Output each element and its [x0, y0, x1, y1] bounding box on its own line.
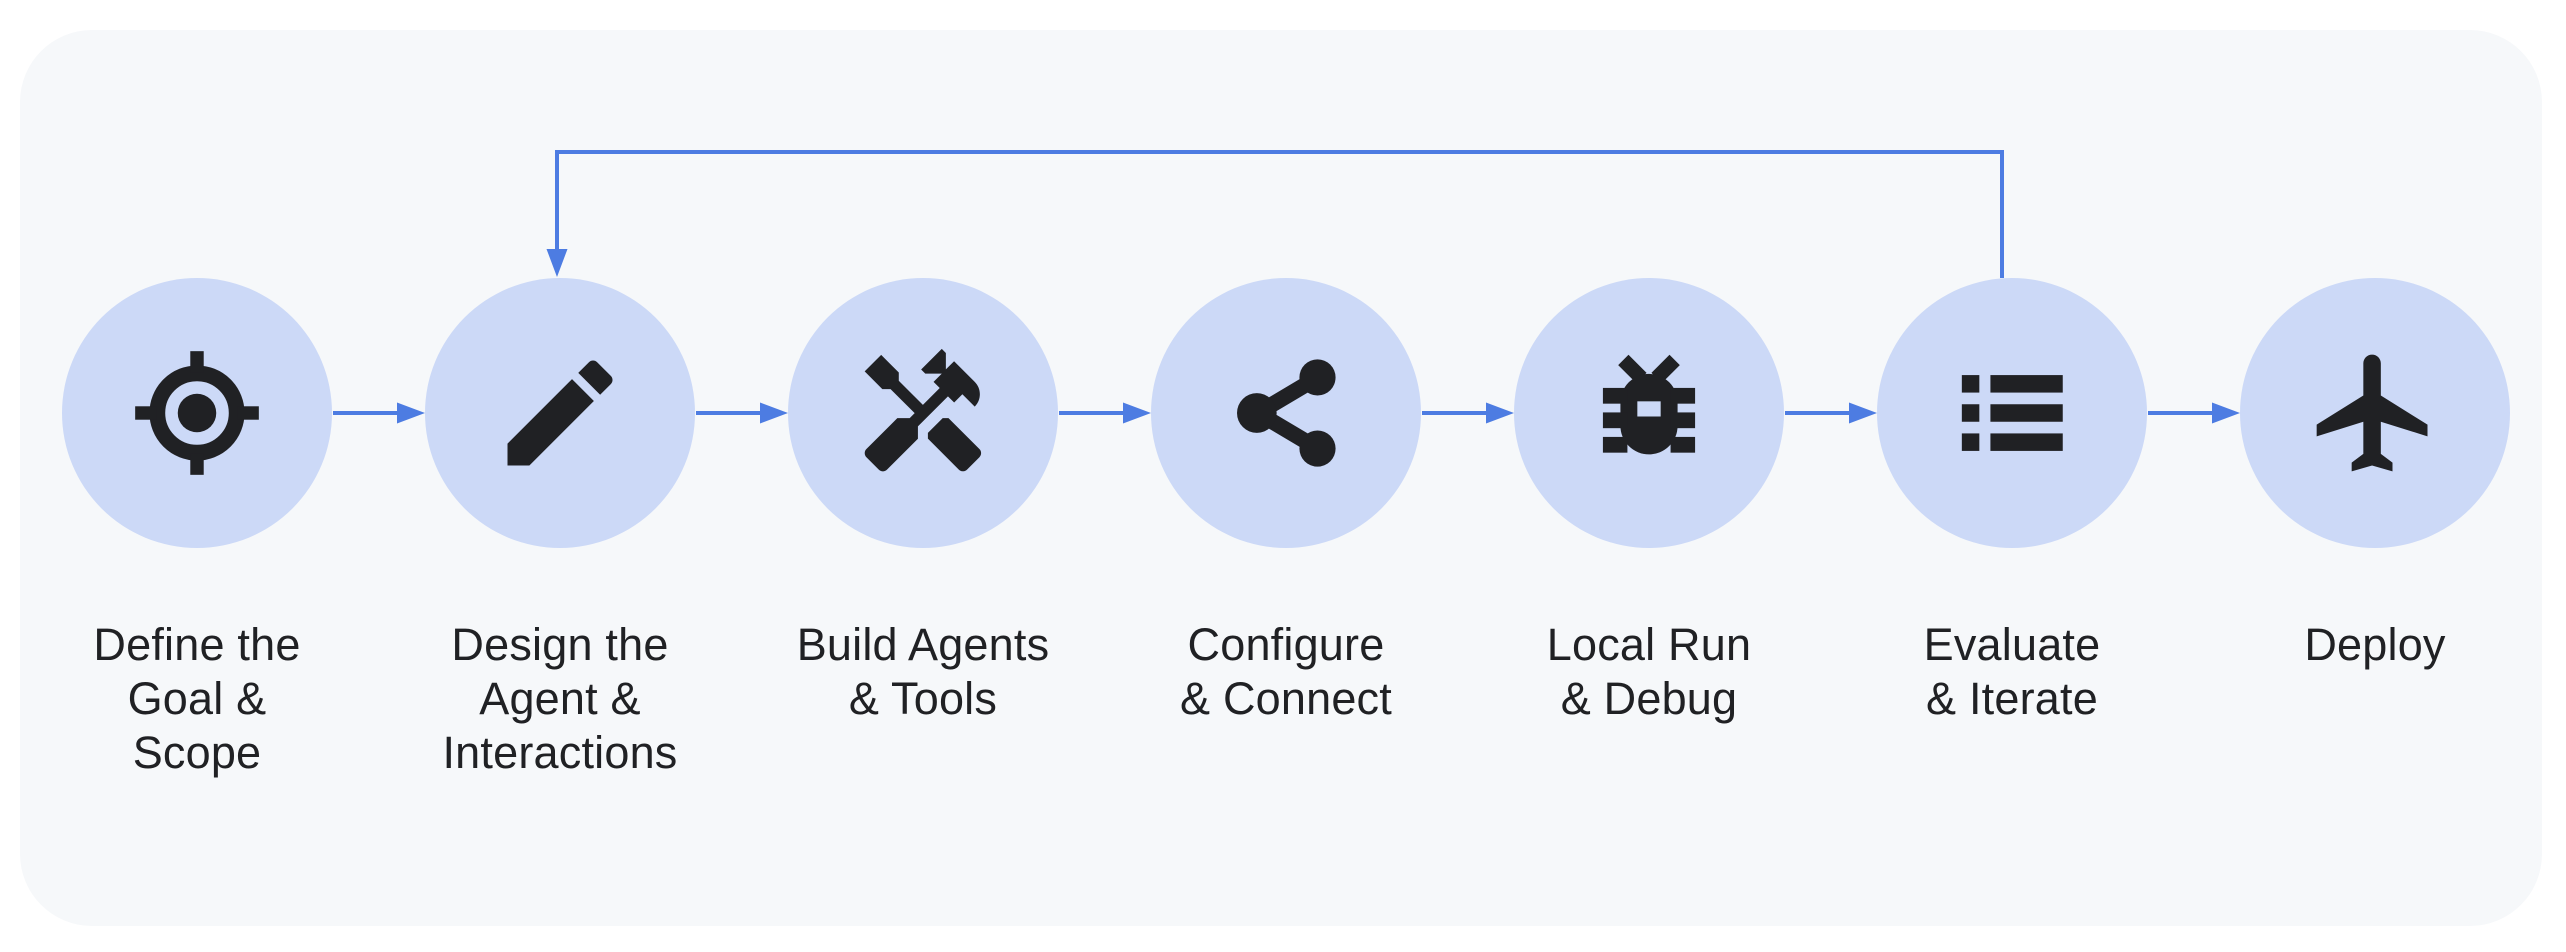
node-label: Configure & Connect: [1180, 619, 1392, 724]
flow-node-configure-connect: Configure & Connect: [1106, 278, 1466, 726]
list-icon: [1961, 375, 2063, 451]
flow-node-design-agent-interactions: Design the Agent & Interactions: [380, 278, 740, 780]
node-label: Design the Agent & Interactions: [442, 619, 678, 778]
node-circle: [788, 278, 1058, 548]
node-circle: [425, 278, 695, 548]
flow-node-define-goal-scope: Define the Goal & Scope: [17, 278, 377, 780]
node-label: Deploy: [2304, 619, 2446, 670]
node-label: Build Agents & Tools: [796, 619, 1050, 724]
flow-node-build-agents-tools: Build Agents & Tools: [743, 278, 1103, 726]
target-icon: [135, 351, 259, 475]
node-circle: [1877, 278, 2147, 548]
node-circle: [1514, 278, 1784, 548]
tools-icon: [864, 348, 982, 472]
flow-node-deploy: Deploy: [2195, 278, 2555, 672]
node-circle: [62, 278, 332, 548]
node-circle: [2240, 278, 2510, 548]
node-label: Evaluate & Iterate: [1923, 619, 2101, 724]
node-circle: [1151, 278, 1421, 548]
bug-icon: [1602, 354, 1696, 455]
node-label: Define the Goal & Scope: [93, 619, 301, 778]
share-icon: [1237, 359, 1336, 467]
pencil-icon: [507, 360, 613, 466]
flow-node-evaluate-iterate: Evaluate & Iterate: [1832, 278, 2192, 726]
airplane-icon: [2316, 354, 2428, 472]
flow-node-local-run-debug: Local Run & Debug: [1469, 278, 1829, 726]
node-label: Local Run & Debug: [1546, 619, 1752, 724]
